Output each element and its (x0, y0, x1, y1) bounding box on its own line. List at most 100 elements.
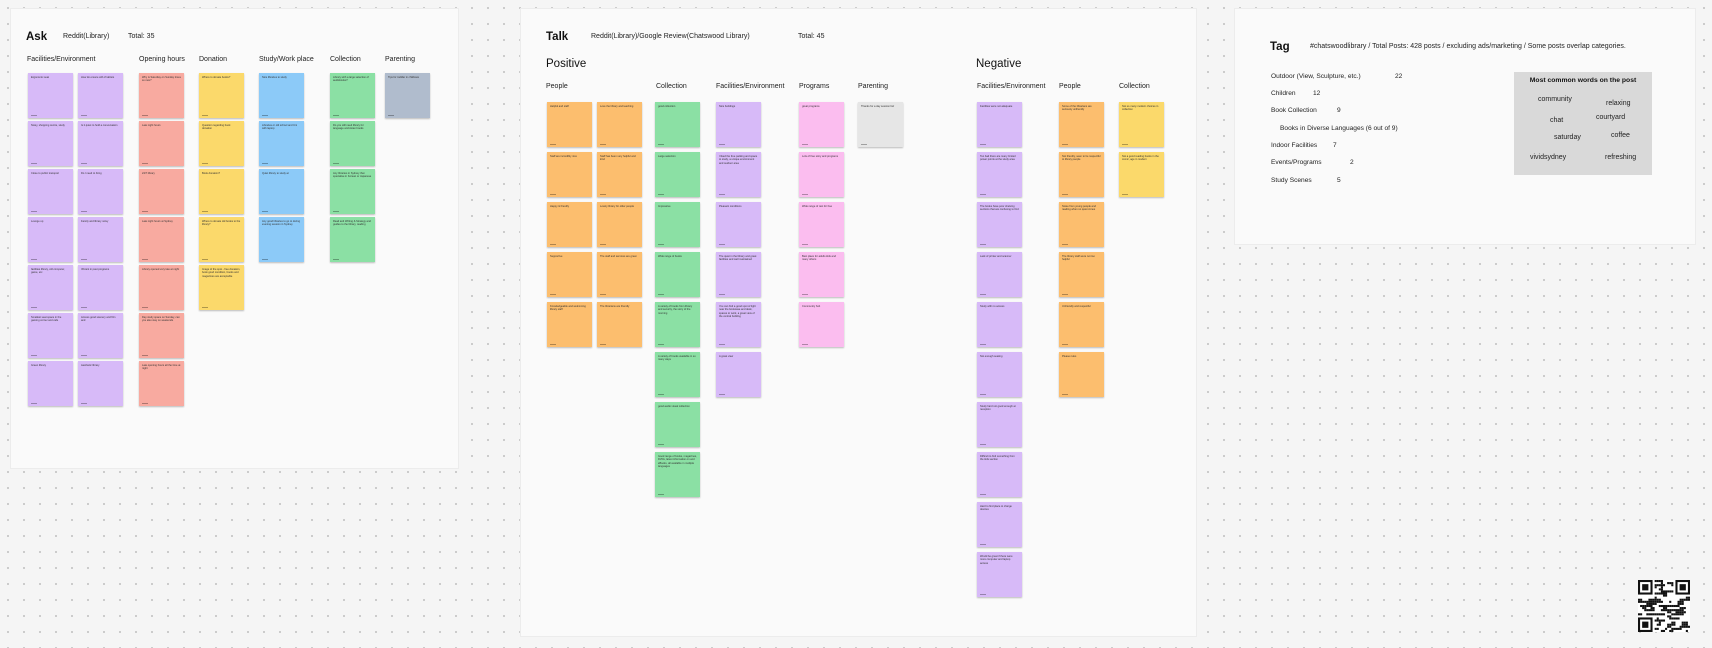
sticky-note[interactable]: Staff has been very helpful and kind (597, 152, 642, 197)
sticky-note[interactable]: Lack of printer and scanner (977, 252, 1022, 297)
sticky-note[interactable]: Love the library and teaching (597, 102, 642, 147)
sticky-note[interactable]: Study hard not good enough at reception (977, 402, 1022, 447)
sticky-note[interactable]: Late night hours (139, 121, 184, 166)
sticky-note[interactable]: Late opening hours all the time at night (139, 361, 184, 406)
sticky-note[interactable]: Image of the spot - free donation, book … (199, 265, 244, 310)
sticky-note-author (1062, 144, 1068, 145)
sticky-note[interactable]: Knowledgeable and welcoming library staf… (547, 302, 592, 347)
sticky-note[interactable]: Facilities were not adequate (977, 102, 1022, 147)
sticky-note[interactable]: Hard to find place to charge devices (977, 502, 1022, 547)
sticky-note[interactable]: Access good scenery and film and (78, 313, 123, 358)
sticky-note[interactable]: Pleasant conditions (716, 202, 761, 247)
sticky-note[interactable]: Supportive (547, 252, 592, 297)
sticky-note[interactable]: Tips for toddler in childcare (385, 73, 430, 118)
sticky-note[interactable]: Is it quiet to hold a conversation (78, 121, 123, 166)
sticky-note[interactable]: Large selection (655, 152, 700, 197)
sticky-note[interactable]: Impressive (655, 202, 700, 247)
sticky-note[interactable]: Library opened very late at night (139, 265, 184, 310)
sticky-note-author (81, 163, 87, 164)
sticky-note[interactable]: Community hub (799, 302, 844, 347)
sticky-note[interactable]: How do ensure wifi of tablets (78, 73, 123, 118)
sticky-note[interactable]: great programs (799, 102, 844, 147)
sticky-note[interactable]: Day study space on Sunday, can you also … (139, 313, 184, 358)
sticky-note[interactable]: Green library (28, 361, 73, 406)
sticky-note[interactable]: The library staff were not too helpful (1059, 252, 1104, 297)
sticky-note[interactable]: Helpful and staff (547, 102, 592, 147)
sticky-note-text: Ergonomic seat (31, 76, 50, 79)
sticky-note-text: The quiet in the library and great facil… (719, 255, 757, 262)
sticky-note[interactable]: You can find a good spot of light near t… (716, 302, 761, 347)
sticky-note-text: Thanks for a day session fair (861, 105, 895, 108)
sticky-note[interactable]: Staff are incredibly nice (547, 152, 592, 197)
sticky-note[interactable]: A variety of books from library and secu… (655, 302, 700, 347)
sticky-note[interactable]: Close to public transport (28, 169, 73, 214)
sticky-note-author (1062, 194, 1068, 195)
sticky-note-text: A variety of books from library and secu… (658, 305, 693, 315)
sticky-note[interactable]: Family and library noisy (78, 217, 123, 262)
sticky-note[interactable]: good collection (655, 102, 700, 147)
sticky-note[interactable]: Thanks for a day session fair (858, 102, 903, 147)
sticky-note-text: Helpful and staff (550, 105, 569, 108)
sticky-note[interactable]: Would be great if there were more comput… (977, 552, 1022, 597)
sticky-note[interactable]: Aesthetic library (78, 361, 123, 406)
sticky-note[interactable]: Where to donate books? (199, 73, 244, 118)
sticky-note[interactable]: The staff and services are great (597, 252, 642, 297)
sticky-note[interactable]: good audio visual collection (655, 402, 700, 447)
qr-code-icon[interactable] (1638, 580, 1690, 632)
sticky-note-author (550, 244, 556, 245)
sticky-note[interactable]: Nice buildings (716, 102, 761, 147)
sticky-note[interactable]: Question regarding book donation (199, 121, 244, 166)
sticky-note[interactable]: Smallest seat space in the gaming corner… (28, 313, 73, 358)
sticky-note[interactable]: Good range of books, magazines, DVDs, la… (655, 452, 700, 497)
sticky-note[interactable]: The librarians are friendly (597, 302, 642, 347)
sticky-note[interactable]: 24/7 library (139, 169, 184, 214)
sticky-note[interactable]: The quiet in the library and great facil… (716, 252, 761, 297)
sticky-note[interactable]: Lovely library for older people (597, 202, 642, 247)
sticky-note[interactable]: Read and Writing & Strategy and guides t… (330, 217, 375, 262)
sticky-note[interactable]: Any good libraries to go to during eveni… (259, 217, 304, 262)
sticky-note[interactable]: Nice libraries to study (259, 73, 304, 118)
sticky-note[interactable]: Wide range of books (655, 252, 700, 297)
sticky-note[interactable]: Vibrant in past programs (78, 265, 123, 310)
sticky-note[interactable]: Wide range of rest for free (799, 202, 844, 247)
sticky-note[interactable]: Difficult to find something from the kid… (977, 452, 1022, 497)
sticky-note[interactable]: Unfriendly and respectful (1059, 302, 1104, 347)
sticky-note-text: great programs (802, 105, 820, 108)
sticky-note[interactable]: Do I need to bring (78, 169, 123, 214)
sticky-note[interactable]: Not enough seating (977, 352, 1022, 397)
sticky-note[interactable]: Please rules (1059, 352, 1104, 397)
sticky-note-author (142, 211, 148, 212)
sticky-note[interactable]: Lots of free story and programs (799, 152, 844, 197)
ask-total: Total: 35 (128, 33, 155, 40)
sticky-note[interactable]: The books have poor shelving sections th… (977, 202, 1022, 247)
sticky-note[interactable]: Not friendly, seen to be respectful to l… (1059, 152, 1104, 197)
sticky-note[interactable]: Quiet library to study at (259, 169, 304, 214)
sticky-note[interactable]: Book donation? (199, 169, 244, 214)
sticky-note[interactable]: Happy & friendly (547, 202, 592, 247)
sticky-note[interactable]: Late night hours at Sydney (139, 217, 184, 262)
sticky-note[interactable]: Not so many modern choices in collection (1119, 102, 1164, 147)
sticky-note[interactable]: I liked the free parking and space to st… (716, 152, 761, 197)
sticky-note[interactable]: Some of the librarians are seriously unf… (1059, 102, 1104, 147)
sticky-note[interactable]: Any libraries in Sydney that specialise … (330, 169, 375, 214)
sticky-note[interactable]: Study with no access (977, 302, 1022, 347)
sticky-note-author (81, 355, 87, 356)
sticky-note[interactable]: Ergonomic seat (28, 73, 73, 118)
sticky-note[interactable]: facilities library, old computer, game, … (28, 265, 73, 310)
sticky-note[interactable]: Too bad there are many limited power poi… (977, 152, 1022, 197)
sticky-note[interactable]: Why is Saturday on Sunday times so rare? (139, 73, 184, 118)
sticky-note-text: Not so many modern choices in collection (1122, 105, 1159, 112)
sticky-note[interactable]: Where to donate old books to the library… (199, 217, 244, 262)
sticky-note-text: Library with a large selection of audiob… (333, 76, 369, 83)
sticky-note[interactable]: Noise from young people and reading when… (1059, 202, 1104, 247)
sticky-note[interactable]: Libraries or old school and Uni with lap… (259, 121, 304, 166)
sticky-note[interactable]: Noisy, shopping centre, study (28, 121, 73, 166)
sticky-note[interactable]: Not a good reading books in the comic, a… (1119, 152, 1164, 197)
sticky-note[interactable]: Library with a large selection of audiob… (330, 73, 375, 118)
sticky-note[interactable]: A variety of books available in so many … (655, 352, 700, 397)
sticky-note[interactable]: Best place for adults kids and many othe… (799, 252, 844, 297)
sticky-note[interactable]: A great view (716, 352, 761, 397)
sticky-note[interactable]: Do you still need library for language a… (330, 121, 375, 166)
sticky-note[interactable]: Lounge up (28, 217, 73, 262)
